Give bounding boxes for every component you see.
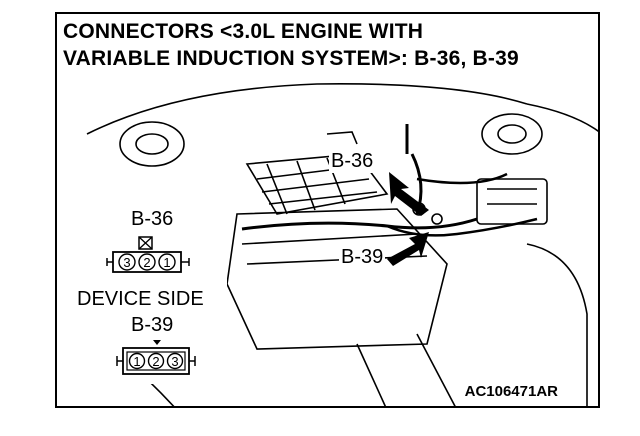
device-side-label: DEVICE SIDE <box>77 288 204 310</box>
figure-code: AC106471AR <box>464 383 558 400</box>
b36-pin-2-number: 2 <box>143 255 150 270</box>
engine-bay-illustration <box>57 83 598 406</box>
b36-connector-face: 3 2 1 <box>106 236 190 273</box>
legend-b36-label: B-36 <box>131 208 174 230</box>
b39-pin-2-number: 2 <box>152 354 159 369</box>
callout-b36-label: B-36 <box>329 150 376 173</box>
b36-pin-1-number: 1 <box>163 255 170 270</box>
legend-b39-label: B-39 <box>131 314 174 336</box>
b39-pin-2 <box>147 352 165 370</box>
b36-latch <box>138 236 153 250</box>
b39-connector-face: 1 2 3 <box>116 340 196 375</box>
b36-pin-2 <box>138 253 156 271</box>
b39-pin-3 <box>166 352 184 370</box>
callout-b39-label: B-39 <box>339 246 386 269</box>
diagram-frame: CONNECTORS <3.0L ENGINE WITH VARIABLE IN… <box>55 12 600 408</box>
b36-pin-3-number: 3 <box>123 255 130 270</box>
connector-legend: B-36 3 2 1 DEVICE SIDE B-39 <box>57 202 227 384</box>
b36-pin-3 <box>118 253 136 271</box>
title-line-2: VARIABLE INDUCTION SYSTEM>: B-36, B-39 <box>63 47 519 70</box>
title-line-1: CONNECTORS <3.0L ENGINE WITH <box>63 20 424 43</box>
b39-pin-1-number: 1 <box>133 354 140 369</box>
diagram-title: CONNECTORS <3.0L ENGINE WITH VARIABLE IN… <box>63 18 519 72</box>
b39-key-mark <box>153 340 161 345</box>
b36-pin-1 <box>158 253 176 271</box>
b39-pin-3-number: 3 <box>171 354 178 369</box>
b39-pin-1 <box>128 352 146 370</box>
